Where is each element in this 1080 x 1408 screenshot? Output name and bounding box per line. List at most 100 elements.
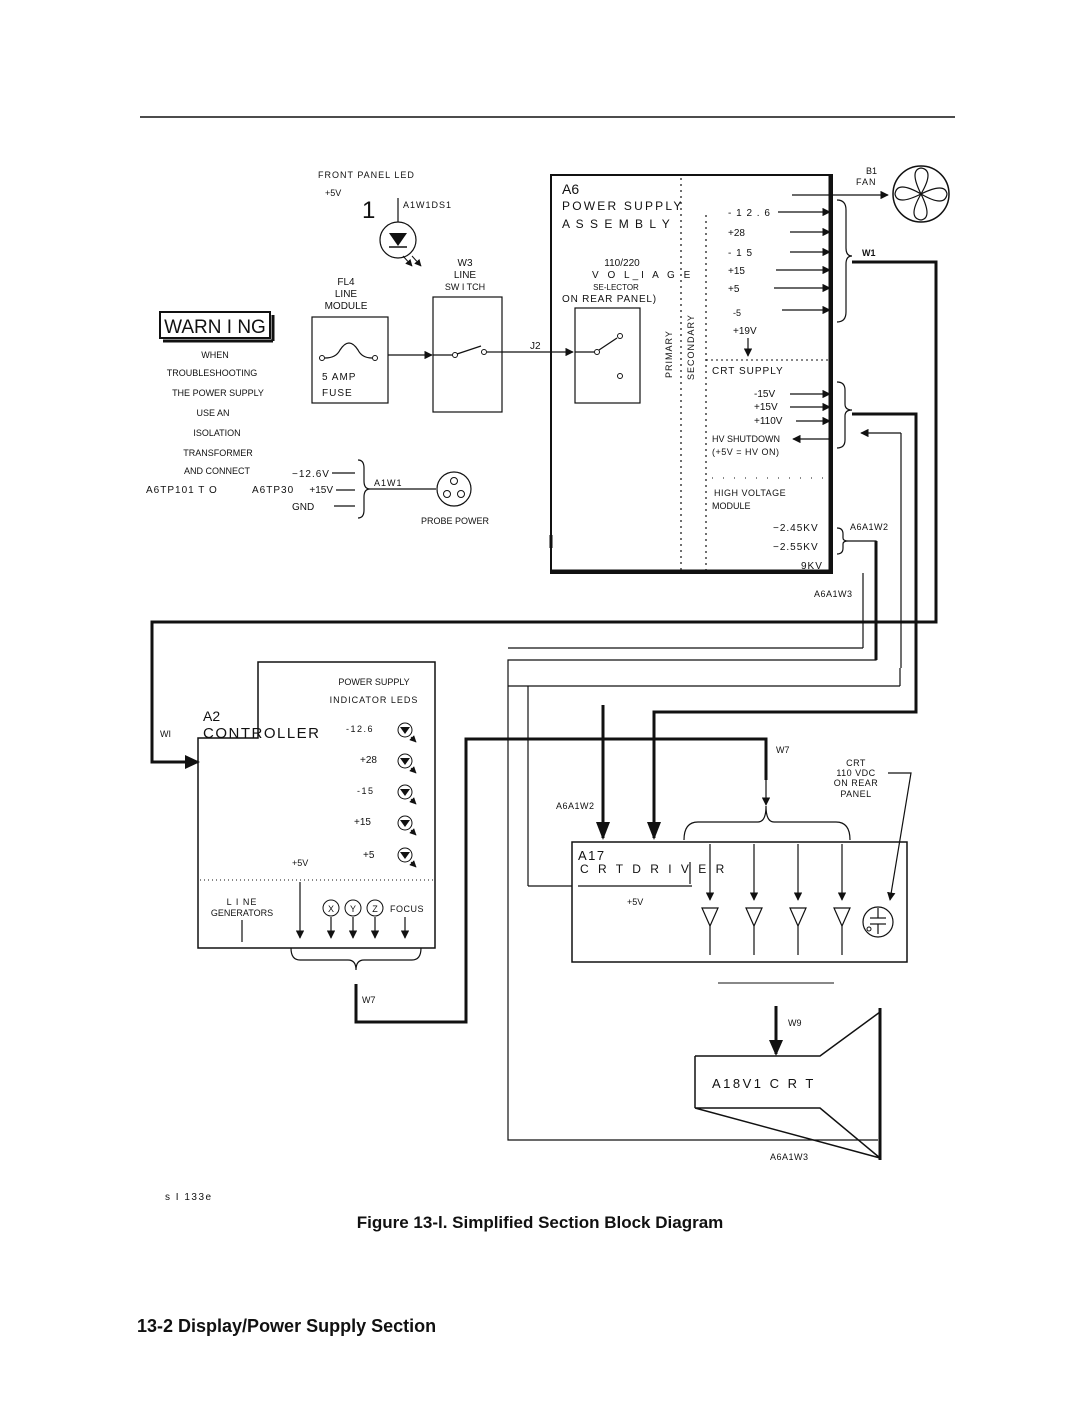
svg-text:+19V: +19V	[733, 326, 757, 337]
svg-text:110 VDC: 110 VDC	[836, 768, 875, 778]
svg-text:- 1 5: - 1 5	[728, 248, 753, 259]
led-icon	[397, 784, 417, 805]
svg-text:+5V: +5V	[627, 897, 643, 907]
a17-crt-driver: A17 C R T D R I V E R +5V	[571, 841, 908, 963]
a6-power-supply-assembly: A6 POWER SUPPLY A S S E M B L Y 110/220 …	[549, 174, 889, 599]
fuse-icon	[324, 342, 373, 359]
svg-text:TROUBLESHOOTING: TROUBLESHOOTING	[167, 368, 258, 378]
svg-text:LINE: LINE	[335, 289, 358, 300]
indicator-leds	[397, 722, 417, 868]
svg-text:CRT SUPPLY: CRT SUPPLY	[712, 366, 784, 377]
svg-text:+5V: +5V	[292, 858, 308, 868]
probe-power-connector-icon	[436, 471, 472, 507]
svg-text:-15: -15	[357, 786, 375, 796]
svg-text:FRONT PANEL LED: FRONT PANEL LED	[318, 170, 415, 180]
svg-text:ON REAR PANEL): ON REAR PANEL)	[562, 294, 657, 305]
svg-text:THE POWER SUPPLY: THE POWER SUPPLY	[172, 388, 264, 398]
svg-text:SE-LECTOR: SE-LECTOR	[593, 283, 639, 292]
svg-text:GENERATORS: GENERATORS	[211, 908, 273, 918]
fan-icon	[892, 165, 950, 223]
svg-text:FUSE: FUSE	[322, 388, 353, 399]
svg-text:+28: +28	[728, 228, 745, 239]
y-input-icon	[344, 899, 362, 917]
w3-line-switch: W3 LINE SW I TCH	[432, 258, 503, 413]
svg-text:A6TP101 T O: A6TP101 T O	[146, 485, 218, 496]
fl4-line-module: FL4 LINE MODULE 5 AMP FUSE	[311, 277, 389, 404]
svg-text:POWER SUPPLY: POWER SUPPLY	[338, 677, 409, 687]
svg-text:ON REAR: ON REAR	[834, 778, 879, 788]
svg-text:(+5V = HV ON): (+5V = HV ON)	[712, 447, 780, 457]
svg-text:V O L_I A G E: V O L_I A G E	[592, 270, 693, 281]
svg-text:INDICATOR LEDS: INDICATOR LEDS	[330, 695, 419, 705]
a18-crt: W9 A18V1 C R T A6A1W3	[694, 1006, 882, 1162]
svg-text:A2: A2	[203, 708, 220, 724]
svg-text:W1: W1	[862, 248, 876, 258]
svg-text:W7: W7	[776, 745, 790, 755]
svg-text:+15: +15	[728, 266, 745, 277]
svg-text:A6: A6	[562, 181, 579, 197]
svg-text:FOCUS: FOCUS	[390, 904, 424, 914]
svg-text:−2.55KV: −2.55KV	[773, 542, 819, 553]
svg-text:-15V: -15V	[754, 389, 775, 400]
svg-text:ISOLATION: ISOLATION	[193, 428, 240, 438]
led-icon	[397, 753, 417, 774]
svg-text:A6TP30: A6TP30	[252, 485, 294, 496]
a2-controller: WI A2 CONTROLLER POWER SUPPLY INDICATOR …	[160, 661, 436, 949]
svg-text:A S S E M B L Y: A S S E M B L Y	[562, 217, 671, 231]
x-input-icon	[322, 899, 340, 917]
svg-text:A6A1W2: A6A1W2	[850, 522, 889, 532]
capacitor-icon	[862, 906, 894, 938]
svg-text:A6A1W3: A6A1W3	[814, 589, 853, 599]
svg-text:A1W1DS1: A1W1DS1	[403, 200, 452, 210]
svg-text:A1W1: A1W1	[374, 478, 403, 488]
svg-text:W7: W7	[362, 995, 376, 1005]
svg-text:CRT: CRT	[846, 758, 866, 768]
svg-text:-5: -5	[733, 308, 741, 318]
svg-text:MODULE: MODULE	[712, 501, 751, 511]
svg-text:W3: W3	[458, 258, 473, 269]
led-icon	[397, 847, 417, 868]
svg-text:WARN I NG: WARN I NG	[164, 317, 266, 338]
front-panel-led: FRONT PANEL LED +5V 1 A1W1DS1	[318, 170, 452, 267]
amplifier-icon	[701, 907, 719, 955]
led-icon	[397, 722, 417, 743]
led-symbol-icon	[379, 221, 417, 259]
drawing-id: s I 133e	[165, 1192, 213, 1203]
svg-text:B1: B1	[866, 166, 877, 176]
svg-text:A17: A17	[578, 848, 606, 863]
amplifier-icon	[789, 907, 807, 955]
svg-text:SECONDARY: SECONDARY	[686, 314, 696, 380]
svg-text:PROBE POWER: PROBE POWER	[421, 516, 490, 526]
svg-text:X: X	[328, 904, 334, 914]
svg-text:Y: Y	[350, 904, 356, 914]
svg-text:HV SHUTDOWN: HV SHUTDOWN	[712, 434, 780, 444]
svg-text:+5: +5	[728, 284, 740, 295]
svg-text:−12.6V: −12.6V	[292, 469, 330, 480]
led-icon	[397, 815, 417, 836]
svg-text:A18V1 C R T: A18V1 C R T	[712, 1076, 816, 1091]
svg-text:+110V: +110V	[754, 416, 783, 427]
z-input-icon	[366, 899, 384, 917]
svg-text:5 AMP: 5 AMP	[322, 372, 356, 383]
svg-text:CONTROLLER: CONTROLLER	[203, 725, 321, 742]
figure-caption: Figure 13-l. Simplified Section Block Di…	[356, 1213, 724, 1232]
svg-text:A6A1W3: A6A1W3	[770, 1152, 809, 1162]
svg-text:WI: WI	[160, 729, 171, 739]
svg-text:J2: J2	[530, 341, 541, 352]
svg-text:C R T D R I V E R: C R T D R I V E R	[580, 862, 727, 876]
svg-text:A6A1W2: A6A1W2	[556, 801, 595, 811]
svg-text:PRIMARY: PRIMARY	[664, 330, 674, 378]
svg-text:GND: GND	[292, 502, 314, 513]
svg-text:+15V: +15V	[754, 402, 778, 413]
svg-text:1: 1	[362, 197, 375, 224]
svg-text:USE AN: USE AN	[196, 408, 229, 418]
svg-text:+5V: +5V	[325, 188, 341, 198]
svg-text:WHEN: WHEN	[201, 350, 229, 360]
svg-text:+28: +28	[360, 755, 377, 766]
warning-box: WARN I NG WHEN TROUBLESHOOTING THE POWER…	[146, 311, 294, 496]
svg-text:Z: Z	[372, 904, 378, 914]
svg-text:HIGH VOLTAGE: HIGH VOLTAGE	[714, 488, 786, 498]
svg-text:+15: +15	[354, 817, 371, 828]
svg-text:W9: W9	[788, 1018, 802, 1028]
